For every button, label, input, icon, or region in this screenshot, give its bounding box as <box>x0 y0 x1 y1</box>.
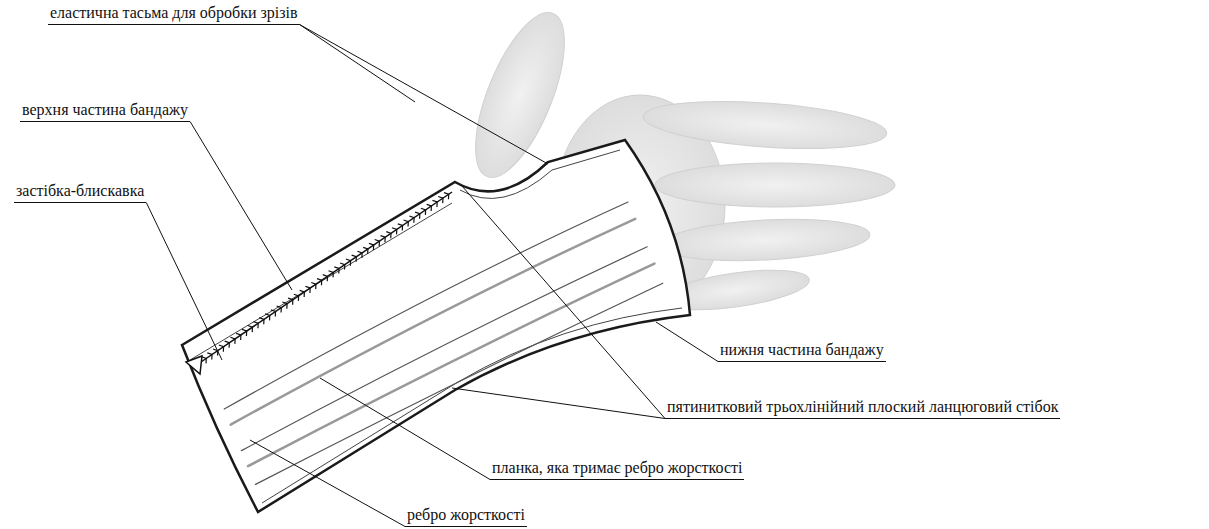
part-label: нижня частина бандажу <box>718 340 886 362</box>
zipper-tooth <box>392 228 397 235</box>
zipper-tooth <box>340 263 345 270</box>
zipper-tooth <box>334 267 339 274</box>
part-label: пятинитковий трьохлінійний плоский ланцю… <box>665 397 1060 419</box>
finger <box>655 163 895 207</box>
part-label: верхня частина бандажу <box>20 100 190 122</box>
zipper-tooth <box>438 197 443 204</box>
part-label: ребро жорсткості <box>405 505 527 527</box>
leader-line <box>656 322 718 362</box>
leader-line <box>300 25 548 165</box>
zipper-tooth <box>409 216 414 223</box>
bandage <box>182 140 690 512</box>
zipper-tooth <box>282 302 287 309</box>
finger <box>659 215 871 266</box>
zipper-tooth <box>300 290 305 297</box>
leader-line <box>250 440 405 527</box>
zipper-tooth <box>352 255 357 262</box>
stiffening-rib <box>248 264 654 467</box>
leader-line <box>320 378 490 480</box>
zipper-tooth <box>259 318 264 325</box>
leader-line <box>146 203 222 361</box>
zipper-tooth <box>277 306 282 313</box>
zipper-tooth <box>398 224 403 231</box>
zipper-tooth <box>375 240 380 247</box>
holding-strip <box>241 247 647 451</box>
zipper-tooth <box>380 236 385 243</box>
part-label: застібка-блискавка <box>14 181 146 203</box>
zipper-tooth <box>294 294 299 301</box>
zipper-tooth <box>421 208 426 215</box>
leader-lines <box>146 25 718 527</box>
leader-line <box>190 122 292 291</box>
zipper-tooth <box>305 286 310 293</box>
zipper-tooth <box>225 341 230 348</box>
part-label: планка, яка тримає ребро жорсткості <box>490 458 744 480</box>
zipper-tooth <box>253 322 258 329</box>
zipper-tooth <box>219 345 224 352</box>
zipper-tooth <box>386 232 391 239</box>
zipper-tooth <box>317 279 322 286</box>
zipper-tooth <box>357 251 362 258</box>
stiffening-ribs <box>224 202 663 484</box>
zipper-slider <box>186 356 202 374</box>
leader-line <box>300 25 415 103</box>
bandage-outline <box>182 140 690 512</box>
zipper-tooth <box>207 353 212 360</box>
zipper-tooth <box>432 200 437 207</box>
zipper-tooth <box>415 212 420 219</box>
zipper-tooth <box>427 204 432 211</box>
zipper-tooth <box>346 259 351 266</box>
finger <box>642 95 888 156</box>
zipper-tooth <box>444 193 449 200</box>
zipper-tooth <box>369 243 374 250</box>
zipper-line <box>198 192 452 364</box>
zipper-tooth <box>323 275 328 282</box>
zipper-tooth <box>404 220 409 227</box>
zipper-tooth <box>363 247 368 254</box>
zipper-tooth <box>329 271 334 278</box>
leader-line <box>452 388 665 419</box>
leader-line <box>462 186 665 419</box>
elastic-tape-edge <box>460 150 620 198</box>
zipper-tooth <box>265 314 270 321</box>
holding-strip <box>256 283 663 484</box>
zipper-tooth <box>236 333 241 340</box>
zipper-tooth <box>271 310 276 317</box>
zipper-tooth <box>288 298 293 305</box>
part-label: еластична тасьма для обробки зрізів <box>48 3 300 25</box>
zipper-tooth <box>311 283 316 290</box>
zipper <box>198 192 452 364</box>
zipper-tooth <box>242 329 247 336</box>
zipper-tooth <box>248 326 253 333</box>
zipper-tooth <box>230 337 235 344</box>
stiffening-rib <box>231 219 636 425</box>
